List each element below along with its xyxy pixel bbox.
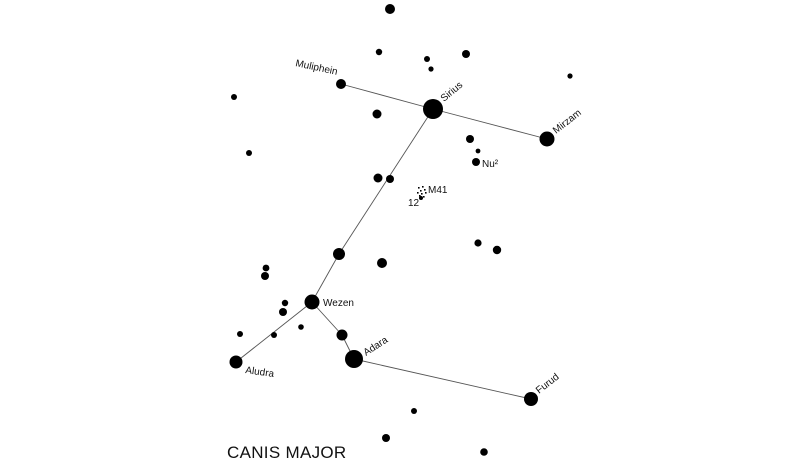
star-wezen [304, 294, 320, 310]
star [237, 331, 243, 337]
star-nu2 [472, 158, 480, 166]
line-backbone-wezen [311, 253, 340, 303]
star [428, 66, 434, 72]
label-sirius: Sirius [439, 80, 465, 105]
star-aludra [229, 355, 243, 369]
line-adara-furud [353, 358, 532, 400]
star [281, 299, 289, 307]
background-stars [231, 4, 573, 456]
star [375, 48, 383, 56]
star [382, 434, 390, 442]
star [333, 248, 345, 260]
open-cluster-icon [417, 186, 427, 198]
star [462, 50, 470, 58]
star-adara [345, 350, 363, 368]
star [466, 135, 474, 143]
star [377, 258, 387, 268]
star-labels: Sirius Mirzam Muliphein Wezen Adara Alud… [245, 58, 584, 396]
chart-title: CANIS MAJOR [227, 443, 346, 462]
star-12 [419, 196, 423, 200]
star [246, 150, 252, 156]
star-sirius [423, 99, 443, 119]
star [424, 56, 430, 62]
star [262, 264, 270, 272]
label-aludra: Aludra [245, 365, 276, 380]
star-muliphein [336, 79, 346, 89]
label-adara: Adara [362, 335, 391, 359]
star [492, 245, 502, 255]
label-m41: M41 [428, 185, 448, 196]
star [261, 272, 269, 280]
star [373, 173, 383, 183]
line-sirius-backbone [338, 108, 434, 255]
line-sirius-mirzam [432, 108, 548, 140]
label-nu2: Nu² [482, 159, 499, 170]
star-furud [524, 392, 538, 406]
star [279, 308, 287, 316]
label-mirzam: Mirzam [551, 108, 584, 137]
star [298, 324, 304, 330]
named-stars [229, 79, 555, 406]
line-muliphein-sirius [340, 83, 434, 110]
constellation-lines [235, 83, 548, 400]
star [385, 4, 395, 14]
star [271, 332, 277, 338]
star [336, 329, 348, 341]
star [386, 175, 394, 183]
star [567, 73, 573, 79]
label-furud: Furud [534, 372, 561, 397]
star [411, 408, 417, 414]
star [372, 109, 382, 119]
star [231, 94, 237, 100]
label-12: 12 [408, 198, 420, 209]
star-mirzam [539, 131, 555, 147]
label-wezen: Wezen [323, 298, 354, 309]
star [474, 239, 482, 247]
star [475, 148, 481, 154]
star [480, 448, 488, 456]
label-muliphein: Muliphein [294, 58, 338, 78]
